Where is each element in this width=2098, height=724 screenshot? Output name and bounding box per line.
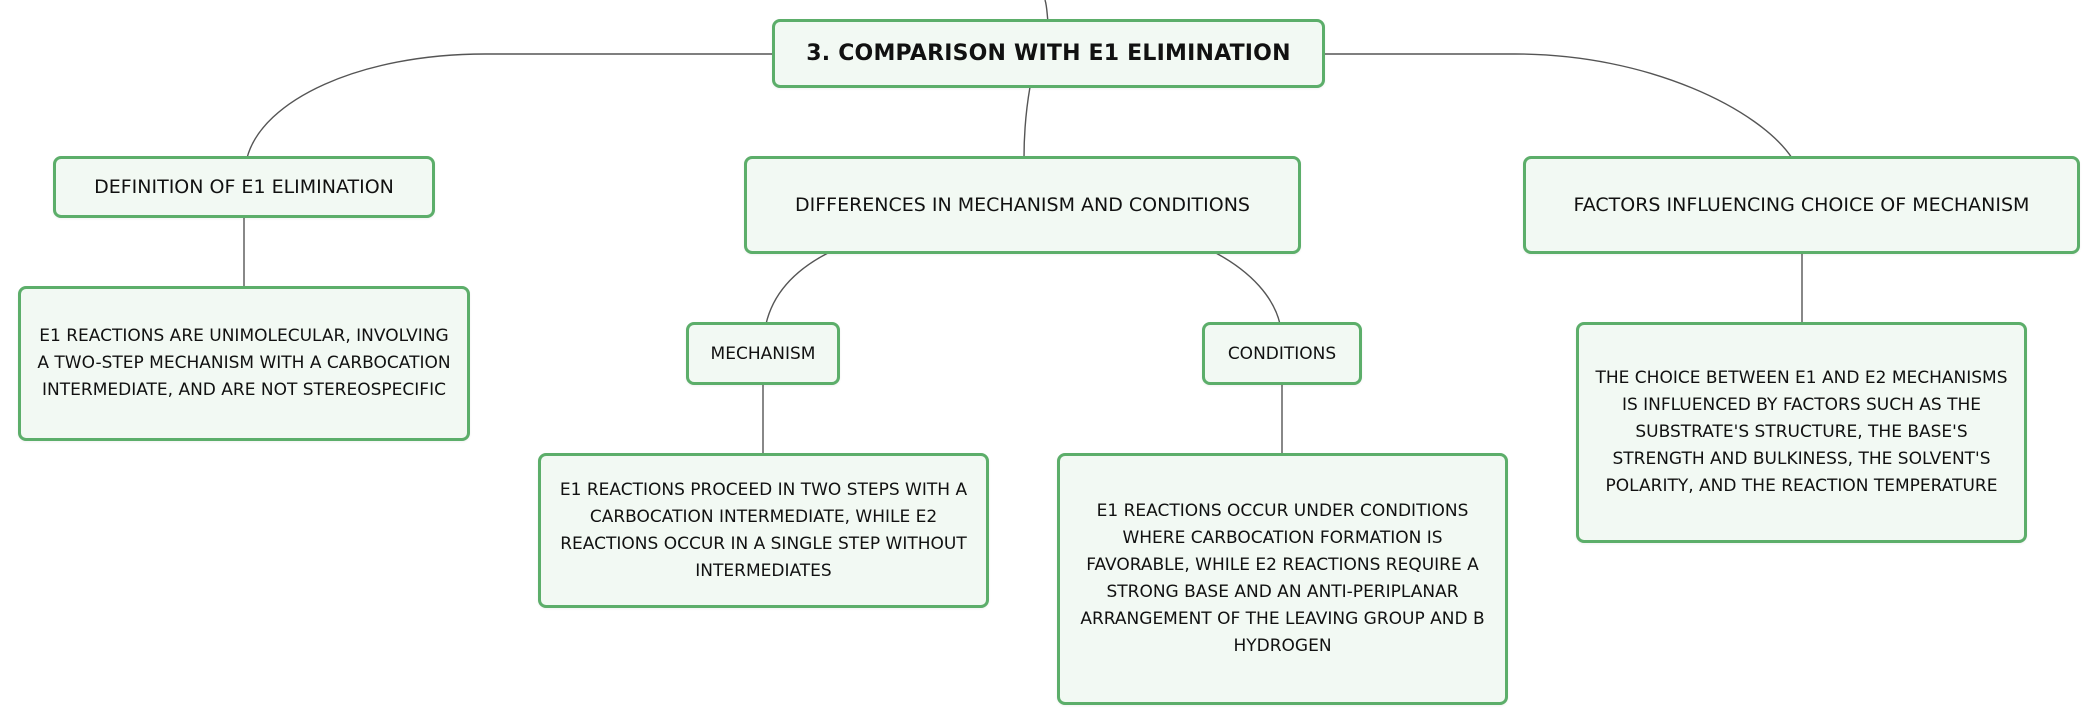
conditions-detail-text: E1 REACTIONS OCCUR UNDER CONDITIONS WHER… [1080,501,1485,656]
mechanism-label: MECHANISM [710,343,816,364]
mechanism-detail-node[interactable]: E1 REACTIONS PROCEED IN TWO STEPS WITH A… [538,453,989,608]
definition-detail-node[interactable]: E1 REACTIONS ARE UNIMOLECULAR, INVOLVING… [18,286,470,441]
mechanism-node[interactable]: MECHANISM [686,322,840,385]
conditions-node[interactable]: CONDITIONS [1202,322,1362,385]
connector-differences-to-mechanism [765,251,831,325]
connector-root-to-differences [1023,86,1031,159]
conditions-detail-node[interactable]: E1 REACTIONS OCCUR UNDER CONDITIONS WHER… [1057,453,1508,705]
connector-root-to-definition [246,53,776,159]
factors-detail-text: THE CHOICE BETWEEN E1 AND E2 MECHANISMS … [1595,368,2008,496]
factors-detail-node[interactable]: THE CHOICE BETWEEN E1 AND E2 MECHANISMS … [1576,322,2027,543]
definition-node[interactable]: DEFINITION OF E1 ELIMINATION [53,156,435,218]
root-topic-label: 3. COMPARISON WITH E1 ELIMINATION [806,41,1291,66]
connector-differences-to-conditions [1213,251,1281,325]
definition-detail-text: E1 REACTIONS ARE UNIMOLECULAR, INVOLVING… [37,326,451,400]
conditions-label: CONDITIONS [1227,343,1337,364]
factors-node[interactable]: FACTORS INFLUENCING CHOICE OF MECHANISM [1523,156,2080,254]
differences-node[interactable]: DIFFERENCES IN MECHANISM AND CONDITIONS [744,156,1301,254]
mechanism-detail-text: E1 REACTIONS PROCEED IN TWO STEPS WITH A… [559,479,968,581]
factors-label: FACTORS INFLUENCING CHOICE OF MECHANISM [1573,194,2030,216]
connector-root-to-factors [1323,53,1793,159]
differences-label: DIFFERENCES IN MECHANISM AND CONDITIONS [795,194,1250,216]
root-topic-node[interactable]: 3. COMPARISON WITH E1 ELIMINATION [772,19,1325,88]
definition-label: DEFINITION OF E1 ELIMINATION [94,176,394,198]
